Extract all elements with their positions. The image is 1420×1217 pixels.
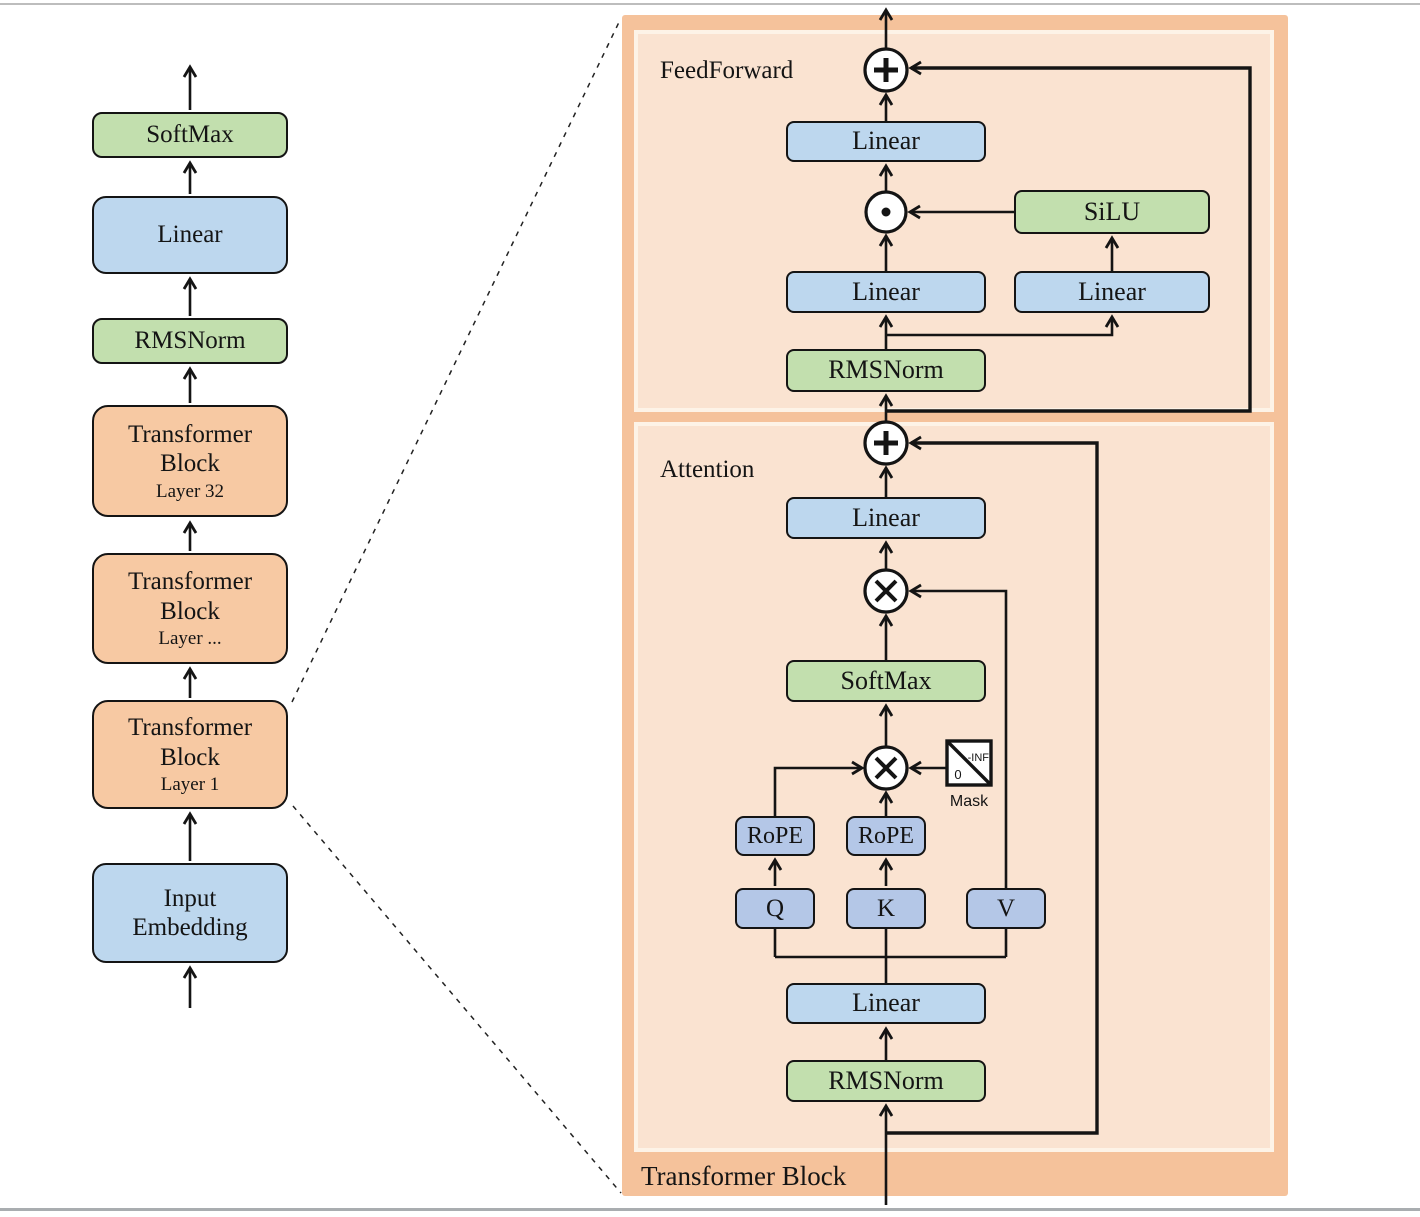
ff-silu-block: SiLU — [1014, 190, 1210, 234]
att-rope-q-block: RoPE — [735, 816, 815, 856]
ff-linear-up-block: Linear — [1014, 271, 1210, 313]
q-label: Q — [765, 894, 785, 922]
transformer-block-layer-ellipsis: Transformer Block Layer ... — [92, 553, 288, 664]
rmsnorm-label: RMSNorm — [134, 327, 246, 355]
dashed-connector-bottom — [292, 805, 622, 1194]
block-sublabel: Layer 1 — [160, 774, 220, 796]
att-softmax-block: SoftMax — [786, 660, 986, 702]
rmsnorm-block: RMSNorm — [92, 318, 288, 364]
k-label: K — [876, 894, 896, 922]
att-linear-in-block: Linear — [786, 983, 986, 1024]
panel-title: Transformer Block — [641, 1161, 847, 1191]
att-rope-k-block: RoPE — [846, 816, 926, 856]
ff-rmsnorm-label: RMSNorm — [828, 355, 944, 385]
transformer-block-layer1: Transformer Block Layer 1 — [92, 700, 288, 809]
input-embedding-label: Input Embedding — [132, 884, 248, 942]
ff-rmsnorm-block: RMSNorm — [786, 349, 986, 392]
block-label: Transformer Block — [127, 420, 253, 478]
linear-label: Linear — [157, 221, 223, 249]
att-v-block: V — [966, 888, 1046, 929]
att-rmsnorm-block: RMSNorm — [786, 1060, 986, 1102]
softmax-block: SoftMax — [92, 112, 288, 158]
ff-linear-gate-label: Linear — [852, 276, 920, 306]
transformer-block-layer32: Transformer Block Layer 32 — [92, 405, 288, 517]
softmax-label: SoftMax — [146, 121, 234, 149]
att-linear-out-label: Linear — [852, 502, 920, 532]
rope-q-label: RoPE — [746, 822, 803, 849]
att-k-block: K — [846, 888, 926, 929]
dashed-connector-top — [291, 17, 622, 703]
block-label: Transformer Block — [127, 714, 253, 771]
ff-linear-gate-block: Linear — [786, 271, 986, 313]
ff-linear-out-block: Linear — [786, 121, 986, 162]
att-q-block: Q — [735, 888, 815, 929]
ff-linear-up-label: Linear — [1078, 276, 1146, 306]
ff-silu-label: SiLU — [1083, 196, 1141, 226]
att-linear-out-block: Linear — [786, 497, 986, 539]
top-frame-line — [0, 3, 1420, 5]
attention-label: Attention — [660, 456, 755, 483]
rope-k-label: RoPE — [857, 822, 914, 849]
att-rmsnorm-label: RMSNorm — [828, 1065, 944, 1095]
block-label: Transformer Block — [127, 568, 253, 625]
block-sublabel: Layer 32 — [155, 480, 225, 502]
bottom-frame-line — [0, 1208, 1420, 1211]
v-label: V — [996, 894, 1016, 922]
feedforward-label: FeedForward — [660, 57, 794, 84]
block-sublabel: Layer ... — [158, 628, 222, 650]
linear-block: Linear — [92, 196, 288, 274]
input-embedding-block: Input Embedding — [92, 863, 288, 963]
att-softmax-label: SoftMax — [840, 665, 932, 695]
ff-linear-out-label: Linear — [852, 126, 920, 156]
att-linear-in-label: Linear — [852, 988, 920, 1018]
